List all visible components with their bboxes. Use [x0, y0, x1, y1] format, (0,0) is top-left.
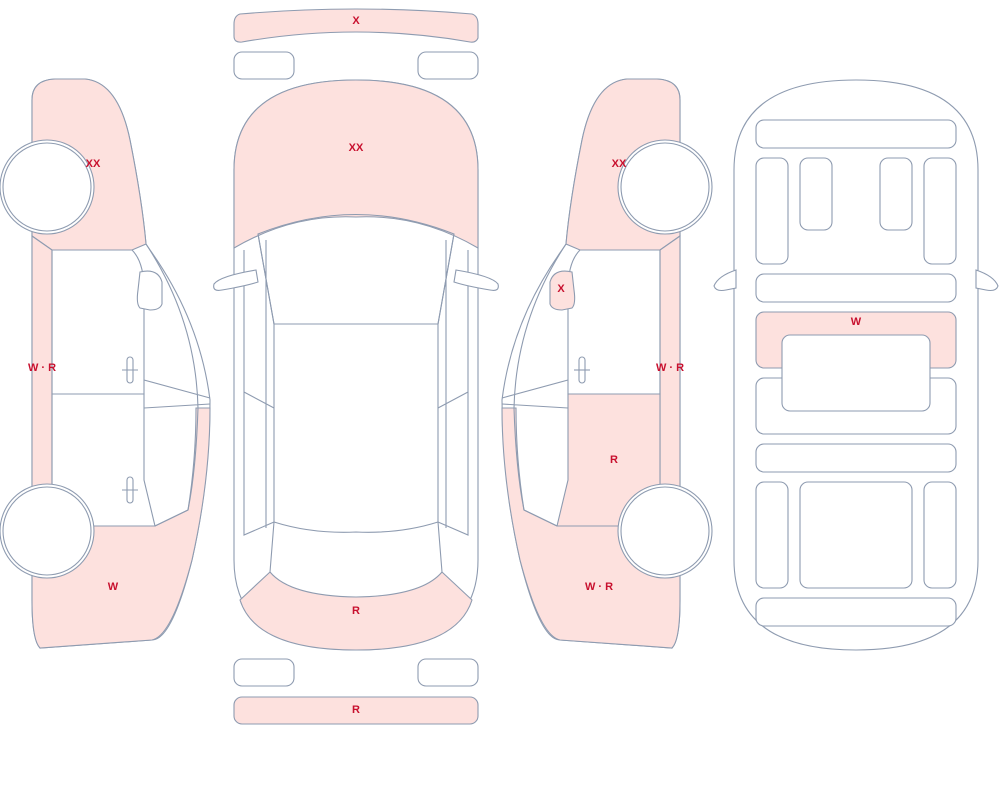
left-front-wheel[interactable]	[2, 142, 92, 232]
top-view: X XX R R	[213, 8, 499, 725]
underbody-inner-right-front[interactable]	[879, 157, 913, 231]
underbody-view: W	[713, 79, 999, 651]
label-right-rocker: W · R	[656, 362, 684, 374]
right-mirror-side[interactable]	[549, 270, 576, 311]
underbody-right-front-rail[interactable]	[923, 157, 957, 265]
underbody-left-rear-rail[interactable]	[755, 481, 789, 589]
rear-left-light[interactable]	[233, 658, 295, 687]
left-mirror[interactable]	[213, 269, 259, 291]
right-side-rail	[437, 233, 469, 536]
label-right-rear-quarter: W · R	[585, 581, 613, 593]
underbody-tank[interactable]	[799, 481, 913, 589]
underbody-rear-bar[interactable]	[755, 597, 957, 627]
right-window-frame	[501, 243, 569, 527]
hood[interactable]	[233, 79, 479, 249]
underbody-front-bar[interactable]	[755, 119, 957, 149]
roof	[273, 323, 439, 533]
underbody-crossmember-rear[interactable]	[755, 443, 957, 473]
label-underbody-panel: W	[851, 316, 862, 328]
right-mirror[interactable]	[453, 269, 499, 291]
underbody-inner-left-front[interactable]	[799, 157, 833, 231]
front-right-light[interactable]	[417, 51, 479, 80]
rear-bumper[interactable]	[239, 571, 473, 651]
left-side-view: XX W · R W	[0, 78, 211, 649]
underbody-crossmember-front[interactable]	[755, 273, 957, 303]
underbody-center-pan[interactable]	[781, 334, 931, 412]
right-front-wheel[interactable]	[620, 142, 710, 232]
left-rear-wheel[interactable]	[2, 486, 92, 576]
rear-bumper-strip[interactable]	[233, 696, 479, 725]
label-rear-bumper: R	[352, 605, 360, 617]
label-right-mirror: X	[557, 283, 565, 295]
right-side-view: XX X W · R R W · R	[501, 78, 713, 649]
front-bumper-strip[interactable]	[233, 8, 479, 43]
label-left-rear-quarter: W	[108, 581, 119, 593]
label-front-strip: X	[352, 15, 360, 27]
label-rear-strip: R	[352, 704, 360, 716]
rear-right-light[interactable]	[417, 658, 479, 687]
left-rear-quarter[interactable]	[31, 407, 211, 649]
left-handle-mark	[122, 369, 138, 491]
windshield	[257, 214, 455, 325]
left-window-frame	[143, 243, 211, 527]
right-rear-wheel[interactable]	[620, 486, 710, 576]
underbody-left-mirror[interactable]	[713, 269, 737, 292]
front-left-light[interactable]	[233, 51, 295, 80]
right-rear-quarter[interactable]	[501, 407, 681, 649]
label-left-rocker: W · R	[28, 362, 56, 374]
rear-window	[269, 521, 443, 573]
underbody-right-mirror[interactable]	[975, 269, 999, 292]
underbody-left-front-rail[interactable]	[755, 157, 789, 265]
underbody-right-rear-rail[interactable]	[923, 481, 957, 589]
left-rocker[interactable]	[31, 234, 53, 527]
left-mirror-side[interactable]	[136, 270, 163, 311]
right-rocker[interactable]	[659, 234, 681, 527]
label-hood: XX	[349, 142, 364, 154]
label-right-front-fender: XX	[612, 158, 627, 170]
label-right-rear-door: R	[610, 454, 618, 466]
left-side-rail	[243, 233, 275, 536]
label-left-front-fender: XX	[86, 158, 101, 170]
